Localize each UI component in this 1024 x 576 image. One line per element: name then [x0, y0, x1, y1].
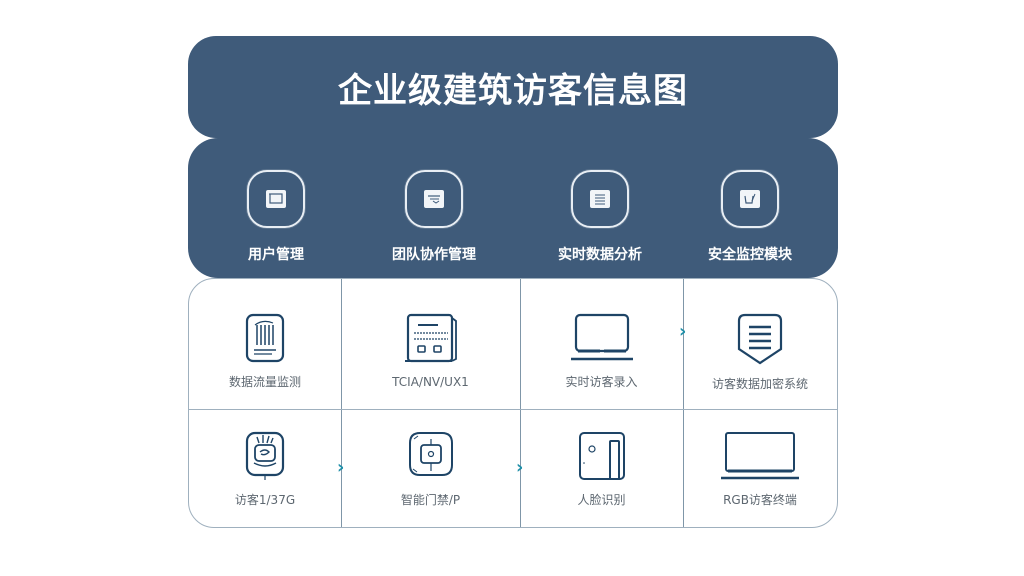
badge-face-icon: [245, 431, 285, 480]
category-team-collaboration[interactable]: 团队协作管理: [374, 170, 494, 264]
column-divider: [683, 279, 684, 527]
tablet-form-icon: [404, 313, 457, 363]
monitor-icon: [247, 170, 305, 228]
category-label: 实时数据分析: [558, 247, 642, 263]
grid-cell-data-encryption[interactable]: 访客数据加密系统: [683, 313, 837, 392]
cell-label: 访客1/37G: [234, 493, 296, 507]
flow-arrow-icon: ›: [679, 321, 687, 342]
feature-grid: 数据流量监测 TCIA/NV/UX1 实时访客录入: [188, 278, 838, 528]
cell-label: 人脸识别: [577, 493, 626, 507]
flow-arrow-icon: ›: [516, 457, 524, 478]
smart-device-icon: [408, 432, 453, 476]
category-user-management[interactable]: 用户管理: [216, 170, 336, 264]
column-divider: [341, 279, 342, 527]
category-label: 团队协作管理: [392, 247, 476, 263]
category-realtime-analytics[interactable]: 实时数据分析: [540, 170, 660, 264]
grid-cell-tcia[interactable]: TCIA/NV/UX1: [341, 313, 520, 389]
laptop-icon: [570, 313, 633, 361]
grid-cell-traffic-monitoring[interactable]: 数据流量监测: [189, 313, 341, 390]
grid-cell-face-recognition[interactable]: 人脸识别: [520, 431, 683, 508]
building-document-icon: [245, 313, 285, 363]
grid-cell-visitor-badge[interactable]: 访客1/37G: [189, 431, 341, 508]
title-banner: 企业级建筑访客信息图: [188, 36, 838, 138]
shield-list-icon: [737, 313, 783, 365]
grid-cell-smart-access[interactable]: 智能门禁/P: [341, 431, 520, 508]
category-security-monitoring[interactable]: 安全监控模块: [690, 170, 810, 264]
door-icon: [578, 432, 625, 480]
cell-label: RGB访客终端: [723, 493, 797, 507]
page-title: 企业级建筑访客信息图: [338, 70, 688, 111]
cell-label: 访客数据加密系统: [711, 377, 808, 391]
column-divider: [520, 279, 521, 527]
flow-arrow-icon: ›: [337, 457, 345, 478]
cell-label: 智能门禁/P: [400, 493, 461, 507]
cell-label: 实时访客录入: [565, 375, 638, 389]
edit-icon: [721, 170, 779, 228]
grid-cell-visitor-entry[interactable]: 实时访客录入: [520, 313, 683, 390]
display-icon: [405, 170, 463, 228]
category-label: 用户管理: [248, 247, 304, 263]
grid-cell-rgb-terminal[interactable]: RGB访客终端: [683, 431, 837, 508]
cell-label: TCIA/NV/UX1: [392, 375, 469, 389]
document-icon: [571, 170, 629, 228]
category-label: 安全监控模块: [708, 247, 792, 263]
row-divider: [189, 409, 837, 410]
cell-label: 数据流量监测: [228, 375, 301, 389]
category-bar: 用户管理 团队协作管理 实时数据分析 安全监控模块: [188, 138, 838, 278]
laptop-wide-icon: [721, 432, 799, 480]
